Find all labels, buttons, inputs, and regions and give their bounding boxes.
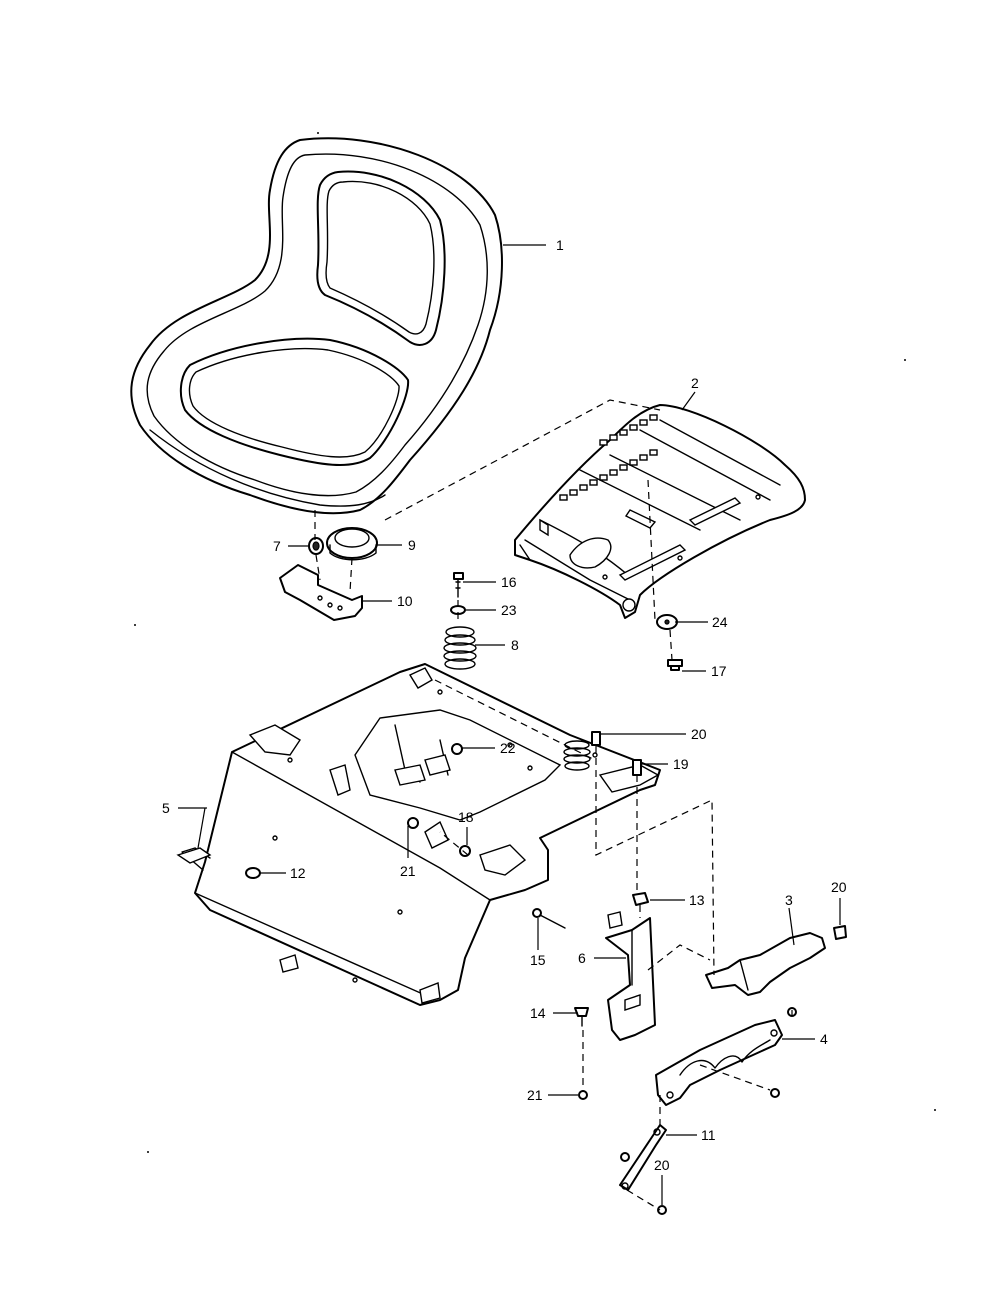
nut-21-lower — [578, 1090, 588, 1100]
callout-2: 2 — [691, 375, 699, 391]
bumper — [308, 537, 324, 555]
lever-bracket — [705, 932, 826, 1017]
nut-13 — [632, 892, 649, 906]
callout-leaders — [178, 244, 841, 1205]
callout-8: 8 — [511, 637, 519, 653]
bolt — [667, 659, 683, 671]
spring-bolt — [453, 572, 464, 598]
adjustment-slots — [559, 414, 658, 501]
nut-21-upper — [407, 817, 419, 829]
callout-labels: 1 2 3 4 5 6 7 8 9 10 11 12 13 14 15 16 1… — [162, 237, 847, 1173]
callout-23: 23 — [501, 602, 517, 618]
callout-20-upper: 20 — [691, 726, 707, 742]
switch-bracket — [279, 564, 363, 621]
callout-7: 7 — [273, 538, 281, 554]
washer — [656, 614, 678, 630]
assembly-dashed-lines — [314, 399, 793, 1211]
callout-12: 12 — [290, 865, 306, 881]
callout-9: 9 — [408, 537, 416, 553]
callout-4: 4 — [820, 1031, 828, 1047]
scan-specks — [134, 132, 936, 1153]
callout-10: 10 — [397, 593, 413, 609]
callout-20-lower: 20 — [654, 1157, 670, 1173]
callout-21-lower: 21 — [527, 1087, 543, 1103]
frame-spring — [563, 740, 591, 771]
callout-13: 13 — [689, 892, 705, 908]
callout-6: 6 — [578, 950, 586, 966]
callout-24: 24 — [712, 614, 728, 630]
callout-14: 14 — [530, 1005, 546, 1021]
callout-16: 16 — [501, 574, 517, 590]
callout-21-upper: 21 — [400, 863, 416, 879]
callout-5: 5 — [162, 800, 170, 816]
callout-17: 17 — [711, 663, 727, 679]
notched-plate — [655, 1019, 783, 1106]
nut-22 — [451, 743, 463, 755]
pin-15 — [532, 908, 566, 929]
seat-switch — [326, 527, 378, 561]
callout-19: 19 — [673, 756, 689, 772]
plug — [245, 867, 261, 879]
pin-18 — [459, 845, 471, 857]
callout-15: 15 — [530, 952, 546, 968]
seat-spring — [443, 626, 477, 670]
callout-3: 3 — [785, 892, 793, 908]
callout-22: 22 — [500, 740, 516, 756]
callout-20-right: 20 — [831, 879, 847, 895]
callout-11: 11 — [701, 1127, 716, 1143]
bolt-20-upper — [591, 731, 601, 746]
bolt-20-right — [833, 925, 847, 940]
callout-18: 18 — [458, 809, 474, 825]
seat-support-frame — [176, 663, 661, 1006]
bolt-19 — [632, 759, 642, 776]
adjust-bracket — [605, 911, 656, 1041]
callout-1: 1 — [556, 237, 564, 253]
bolt-14 — [574, 1007, 589, 1027]
seat — [130, 137, 503, 515]
seat-pan — [514, 404, 806, 619]
